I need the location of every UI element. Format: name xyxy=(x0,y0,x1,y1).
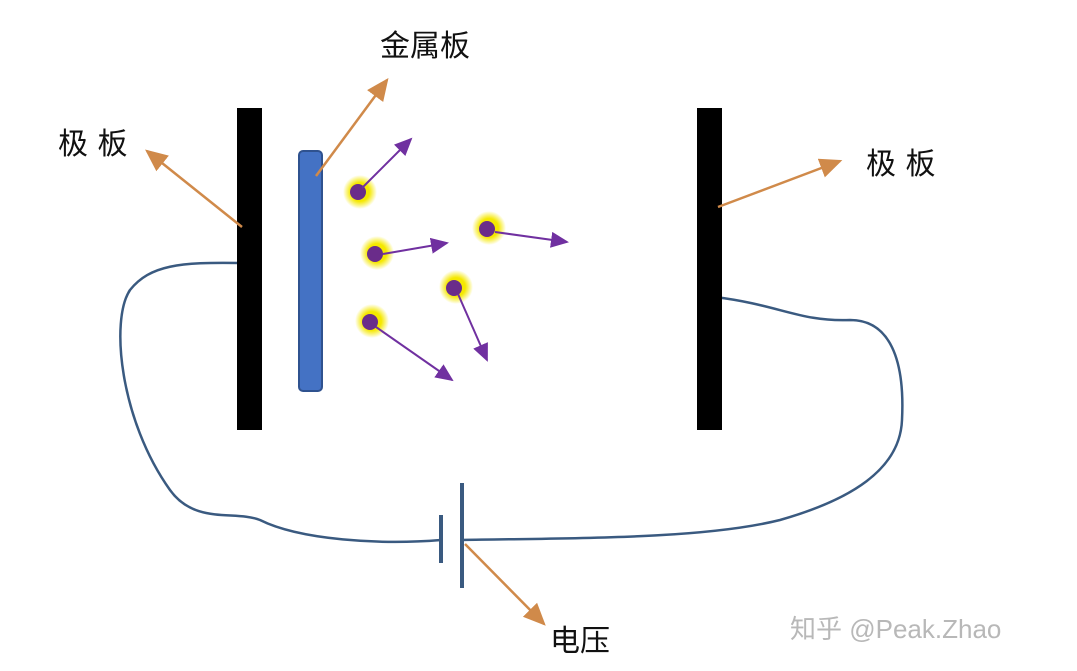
left-electrode xyxy=(237,108,262,430)
voltage-label: 电压 xyxy=(550,624,610,659)
wire-left xyxy=(119,261,442,544)
wire-right xyxy=(461,295,904,542)
watermark: 知乎 @Peak.Zhao xyxy=(790,614,1001,644)
electron xyxy=(472,211,569,248)
metal-plate-pointer xyxy=(314,77,389,177)
metal-plate xyxy=(298,150,323,392)
electron xyxy=(355,304,454,382)
left-electrode-pointer xyxy=(145,149,243,228)
electron xyxy=(360,236,449,270)
right-electrode-pointer xyxy=(717,158,843,209)
left-electrode-label: 极 板 xyxy=(58,127,128,162)
electrons xyxy=(343,137,569,382)
right-electrode-label: 极 板 xyxy=(866,147,936,182)
electron xyxy=(439,270,488,362)
electron xyxy=(343,137,413,209)
metal-plate-label: 金属板 xyxy=(380,29,470,64)
right-electrode xyxy=(697,108,722,430)
voltage-pointer xyxy=(464,543,546,626)
